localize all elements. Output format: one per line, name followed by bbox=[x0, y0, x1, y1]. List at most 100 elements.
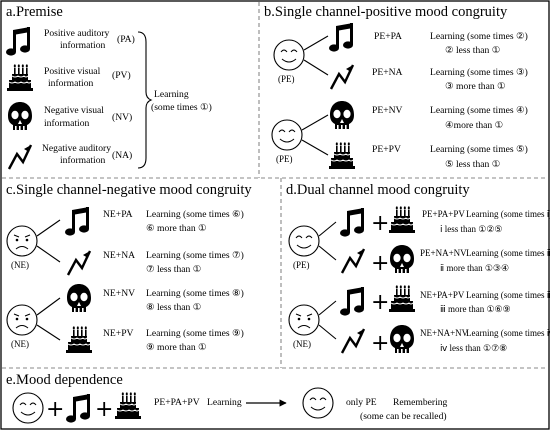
premise-brace bbox=[137, 31, 153, 169]
b-result-2: ③ more than ① bbox=[445, 81, 506, 92]
b-face-bottom-label: (PE) bbox=[276, 154, 293, 164]
c-learning-2: Learning (some times ⑦) bbox=[146, 250, 244, 261]
premise-pa-text1: Positive auditory bbox=[44, 28, 109, 39]
b-combo-4: PE+PV bbox=[372, 144, 401, 155]
e-recalled: (some can be recalled) bbox=[360, 411, 447, 422]
plus-sign: + bbox=[95, 397, 113, 422]
d-face-pe-label: (PE) bbox=[293, 260, 310, 270]
c-face-top-label: (NE) bbox=[11, 260, 29, 270]
c-combo-1: NE+PA bbox=[103, 209, 133, 220]
skull-icon bbox=[390, 325, 414, 353]
skull-icon bbox=[8, 102, 32, 130]
premise-na-text1: Negative auditory bbox=[42, 143, 111, 154]
lightning-icon bbox=[340, 327, 366, 355]
c-combo-3: NE+NV bbox=[103, 288, 135, 299]
b-branch-line bbox=[301, 139, 329, 156]
d-result-4: ⅳ less than ①⑦⑧ bbox=[440, 343, 507, 353]
c-face-bottom-label: (NE) bbox=[11, 339, 29, 349]
premise-nv-code: (NV) bbox=[112, 112, 132, 123]
birthday-cake-icon bbox=[65, 325, 93, 354]
c-result-3: ⑧ less than ① bbox=[146, 302, 202, 313]
music-note-icon bbox=[340, 287, 364, 316]
section-a-title: a.Premise bbox=[6, 4, 63, 20]
premise-pa-text2: information bbox=[60, 40, 105, 51]
section-c-title: c.Single channel-negative mood congruity bbox=[6, 182, 252, 198]
c-branch-line bbox=[36, 324, 61, 341]
b-branch-line bbox=[303, 35, 329, 51]
music-note-icon bbox=[329, 23, 353, 52]
premise-pv-text2: information bbox=[48, 78, 93, 89]
birthday-cake-icon bbox=[6, 63, 34, 92]
lightning-icon bbox=[7, 143, 33, 171]
d-combo-3: NE+PA+PV bbox=[420, 290, 465, 300]
d-combo-1: PE+PA+PV bbox=[422, 209, 465, 219]
skull-icon bbox=[67, 284, 91, 312]
skull-icon bbox=[390, 245, 414, 273]
lightning-icon bbox=[329, 63, 355, 91]
premise-na-text2: information bbox=[60, 155, 105, 166]
d-result-3: ⅲ more than ①⑥⑨ bbox=[440, 304, 511, 314]
b-learning-4: Learning (some times ⑤) bbox=[430, 144, 528, 155]
d-face-ne-label: (NE) bbox=[293, 339, 311, 349]
skull-icon bbox=[330, 101, 354, 129]
premise-pv-text1: Positive visual bbox=[44, 66, 101, 77]
b-combo-2: PE+NA bbox=[372, 67, 403, 78]
d-learning-2: Learning (some times ⅱ) bbox=[466, 248, 550, 258]
d-branch-line bbox=[318, 300, 337, 316]
d-combo-2: PE+NA+NV bbox=[420, 248, 467, 258]
c-combo-4: NE+PV bbox=[103, 328, 134, 339]
b-face-top-label: (PE) bbox=[278, 74, 295, 84]
section-d-title: d.Dual channel mood congruity bbox=[286, 182, 470, 198]
music-note-icon bbox=[6, 27, 30, 56]
b-combo-1: PE+PA bbox=[374, 31, 402, 42]
premise-na-code: (NA) bbox=[112, 150, 132, 161]
d-result-1: ⅰ less than ①②⑤ bbox=[440, 224, 502, 234]
b-branch-line bbox=[303, 59, 329, 76]
happy-face-icon bbox=[12, 392, 44, 424]
c-branch-line bbox=[36, 219, 61, 237]
b-branch-line bbox=[301, 114, 329, 131]
c-result-1: ⑥ more than ① bbox=[146, 223, 207, 234]
premise-nv-text1: Negative visual bbox=[44, 105, 104, 116]
section-b-title: b.Single channel-positive mood congruity bbox=[264, 4, 508, 20]
c-learning-4: Learning (some times ⑨) bbox=[146, 328, 244, 339]
e-learning: Learning bbox=[207, 397, 242, 408]
c-branch-line bbox=[36, 245, 61, 263]
birthday-cake-icon bbox=[114, 391, 142, 420]
c-learning-3: Learning (some times ⑧) bbox=[146, 288, 244, 299]
premise-pa-code: (PA) bbox=[117, 34, 135, 45]
premise-nv-text2: information bbox=[44, 118, 89, 129]
b-learning-2: Learning (some times ③) bbox=[430, 67, 528, 78]
birthday-cake-icon bbox=[388, 284, 416, 313]
d-branch-line bbox=[318, 245, 337, 261]
happy-face-icon bbox=[273, 39, 305, 71]
happy-face-icon bbox=[302, 387, 334, 419]
d-branch-line bbox=[318, 221, 337, 237]
e-combo: PE+PA+PV bbox=[154, 397, 200, 408]
lightning-icon bbox=[66, 249, 92, 277]
birthday-cake-icon bbox=[328, 141, 356, 170]
e-remembering: Remembering bbox=[393, 397, 448, 408]
music-note-icon bbox=[66, 394, 90, 423]
b-result-3: ④more than ① bbox=[445, 120, 504, 131]
b-learning-1: Learning (some times ②) bbox=[430, 31, 528, 42]
c-learning-1: Learning (some times ⑥) bbox=[146, 209, 244, 220]
sad-face-icon bbox=[6, 225, 38, 257]
sad-face-icon bbox=[6, 304, 38, 336]
c-result-4: ⑨ more than ① bbox=[146, 342, 207, 353]
d-learning-3: Learning (some times ⅲ) bbox=[466, 290, 550, 300]
plus-sign: + bbox=[371, 211, 389, 236]
plus-sign: + bbox=[371, 331, 389, 356]
b-result-4: ⑤ less than ① bbox=[445, 159, 501, 170]
sad-face-icon bbox=[288, 304, 320, 336]
plus-sign: + bbox=[371, 251, 389, 276]
e-only: only PE bbox=[346, 397, 377, 408]
b-combo-3: PE+NV bbox=[372, 105, 403, 116]
d-combo-4: NE+NA+NV bbox=[420, 328, 469, 338]
d-result-2: ⅱ more than ①③④ bbox=[440, 263, 509, 273]
b-result-1: ② less than ① bbox=[445, 45, 501, 56]
c-branch-line bbox=[36, 297, 61, 316]
c-combo-2: NE+NA bbox=[103, 250, 135, 261]
happy-face-icon bbox=[288, 225, 320, 257]
